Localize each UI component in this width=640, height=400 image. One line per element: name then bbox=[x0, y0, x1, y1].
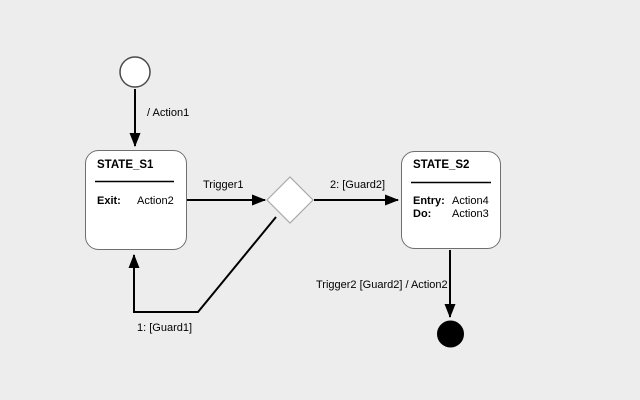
initial-state-node[interactable] bbox=[119, 56, 151, 88]
state-s2-do-label: Do: bbox=[413, 208, 431, 220]
state-s2-entry-label: Entry: bbox=[413, 195, 445, 207]
transition-choice-to-s2: 2: [Guard2] bbox=[314, 179, 399, 206]
state-s2-entry-action: Action4 bbox=[452, 195, 489, 207]
transition-initial-to-s1: / Action1 bbox=[129, 89, 189, 147]
transition-label-guard1: 1: [Guard1] bbox=[137, 322, 192, 334]
transition-label-trigger1: Trigger1 bbox=[203, 179, 244, 191]
state-s2-do-action: Action3 bbox=[452, 208, 489, 220]
choice-pseudostate-diamond[interactable] bbox=[266, 176, 314, 224]
state-s1-exit-label: Exit: bbox=[97, 195, 121, 207]
transition-s2-to-final: Trigger2 [Guard2] / Action2 bbox=[316, 250, 456, 318]
state-node-s2[interactable]: STATE_S2 Entry: Action4 Do: Action3 bbox=[401, 151, 501, 249]
transition-label-trigger2: Trigger2 [Guard2] / Action2 bbox=[316, 279, 448, 291]
transition-s1-to-choice: Trigger1 bbox=[187, 179, 266, 206]
transition-choice-to-s1: 1: [Guard1] bbox=[128, 216, 277, 334]
final-state-node[interactable] bbox=[437, 320, 464, 348]
state-s2-title: STATE_S2 bbox=[413, 159, 469, 171]
state-s1-exit-action: Action2 bbox=[137, 195, 174, 207]
transition-label-action1: / Action1 bbox=[147, 107, 189, 119]
state-s1-title: STATE_S1 bbox=[97, 159, 154, 171]
state-node-s1[interactable]: STATE_S1 Exit: Action2 bbox=[85, 150, 187, 250]
transition-label-guard2: 2: [Guard2] bbox=[330, 179, 385, 191]
